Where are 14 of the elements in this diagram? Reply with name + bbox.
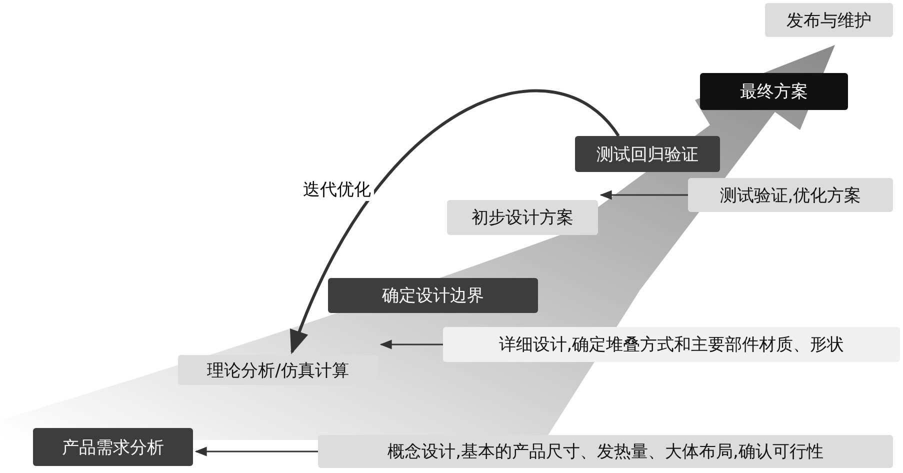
stage-box: 测试回归验证 xyxy=(575,136,720,172)
arrow xyxy=(290,90,620,354)
stage-box: 确定设计边界 xyxy=(328,278,538,313)
arrow xyxy=(600,190,688,200)
stage-box: 最终方案 xyxy=(700,73,848,110)
stage-box: 理论分析/仿真计算 xyxy=(178,355,378,385)
stage-box: 发布与维护 xyxy=(765,3,893,37)
note-box: 详细设计,确定堆叠方式和主要部件材质、形状 xyxy=(443,327,900,362)
arrow xyxy=(380,340,443,350)
note-box: 概念设计,基本的产品尺寸、发热量、大体布局,确认可行性 xyxy=(318,435,893,468)
arrow xyxy=(194,446,318,456)
stage-box: 初步设计方案 xyxy=(447,200,598,235)
stage-box: 产品需求分析 xyxy=(33,428,193,466)
note-box: 测试验证,优化方案 xyxy=(688,178,893,212)
